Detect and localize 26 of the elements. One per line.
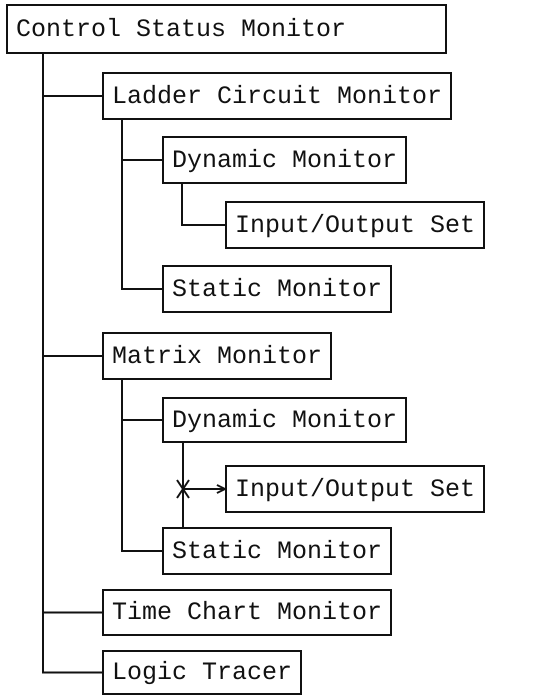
arrow [182,484,226,527]
connector-line [121,380,162,552]
box-label: Dynamic Monitor [172,406,398,434]
box-label: Time Chart Monitor [112,598,382,627]
box-label: Input/Output Set [235,474,476,504]
box-label: Ladder Circuit Monitor [112,82,442,110]
monitor-box [162,136,408,184]
monitor-box [102,650,302,695]
monitor-box [102,332,332,380]
box-label: Matrix Monitor [112,342,322,370]
box-label: Static Monitor [172,536,382,566]
box-label: Static Monitor [172,274,382,304]
monitor-box [162,397,408,443]
box-label: Logic Tracer [112,658,292,687]
connector-line [181,184,225,226]
box-label: Dynamic Monitor [172,146,398,174]
monitor-box [225,201,486,249]
box-label: Control Status Monitor [16,14,346,44]
connector-line [121,120,162,290]
monitor-box [102,589,392,636]
monitor-box [6,4,447,54]
monitor-box [102,72,452,120]
monitor-box [162,527,392,575]
monitor-box [162,265,392,313]
monitor-box [225,465,486,513]
box-label: Input/Output Set [235,210,476,240]
